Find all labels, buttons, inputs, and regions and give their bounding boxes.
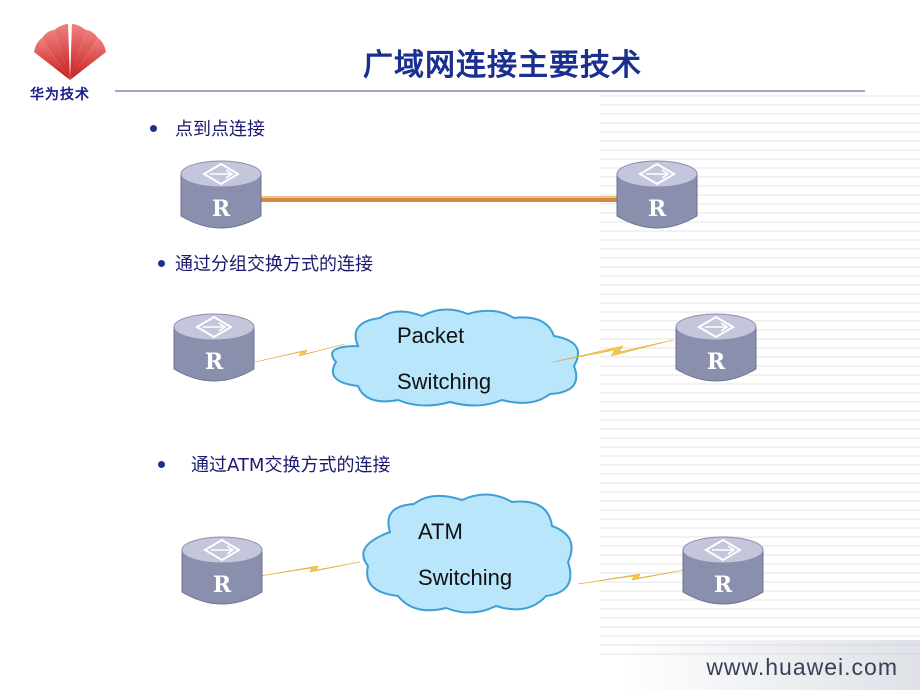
title-divider xyxy=(115,90,865,92)
router-label: R xyxy=(647,196,667,222)
router-label: R xyxy=(204,349,224,375)
cloud-icon xyxy=(362,493,573,614)
lightning-icon xyxy=(578,569,684,585)
router-icon xyxy=(181,536,263,605)
bullet-point-to-point: 点到点连接 xyxy=(150,115,265,141)
footer-url: www.huawei.com xyxy=(706,654,898,680)
cloud-label-line2: Switching xyxy=(397,369,492,394)
bullet-packet-switching: 通过分组交换方式的连接 xyxy=(158,250,373,276)
bullet-atm-switching: 通过ATM交换方式的连接 xyxy=(158,451,390,477)
bullet-dot xyxy=(158,259,165,267)
cloud-label-line1: Packet xyxy=(397,323,465,348)
bullet-dot xyxy=(150,124,157,132)
cloud-label-line2: Switching xyxy=(418,565,513,590)
router-icon xyxy=(173,313,255,382)
router-label: R xyxy=(211,196,231,222)
bullet-label: 点到点连接 xyxy=(175,119,265,140)
logo-text: 华为技术 xyxy=(30,87,90,103)
point-to-point-diagram xyxy=(256,196,622,202)
huawei-logo-icon xyxy=(34,24,106,80)
lightning-icon xyxy=(255,343,345,363)
bullet-label: 通过分组交换方式的连接 xyxy=(175,254,373,275)
router-icon xyxy=(682,536,764,605)
bullet-label: 通过ATM交换方式的连接 xyxy=(191,455,391,476)
bullet-dot xyxy=(158,460,165,468)
router-icon xyxy=(675,313,757,382)
router-label: R xyxy=(706,349,726,375)
lightning-icon xyxy=(260,561,360,577)
footer-band xyxy=(620,640,920,690)
cloud-icon xyxy=(331,308,579,407)
lightning-icon xyxy=(553,339,673,363)
router-icon xyxy=(616,160,698,229)
router-label: R xyxy=(212,572,232,598)
page-title: 广域网连接主要技术 xyxy=(363,48,642,83)
router-icon xyxy=(180,160,262,229)
cloud-label-line1: ATM xyxy=(418,519,463,544)
router-label: R xyxy=(713,572,733,598)
